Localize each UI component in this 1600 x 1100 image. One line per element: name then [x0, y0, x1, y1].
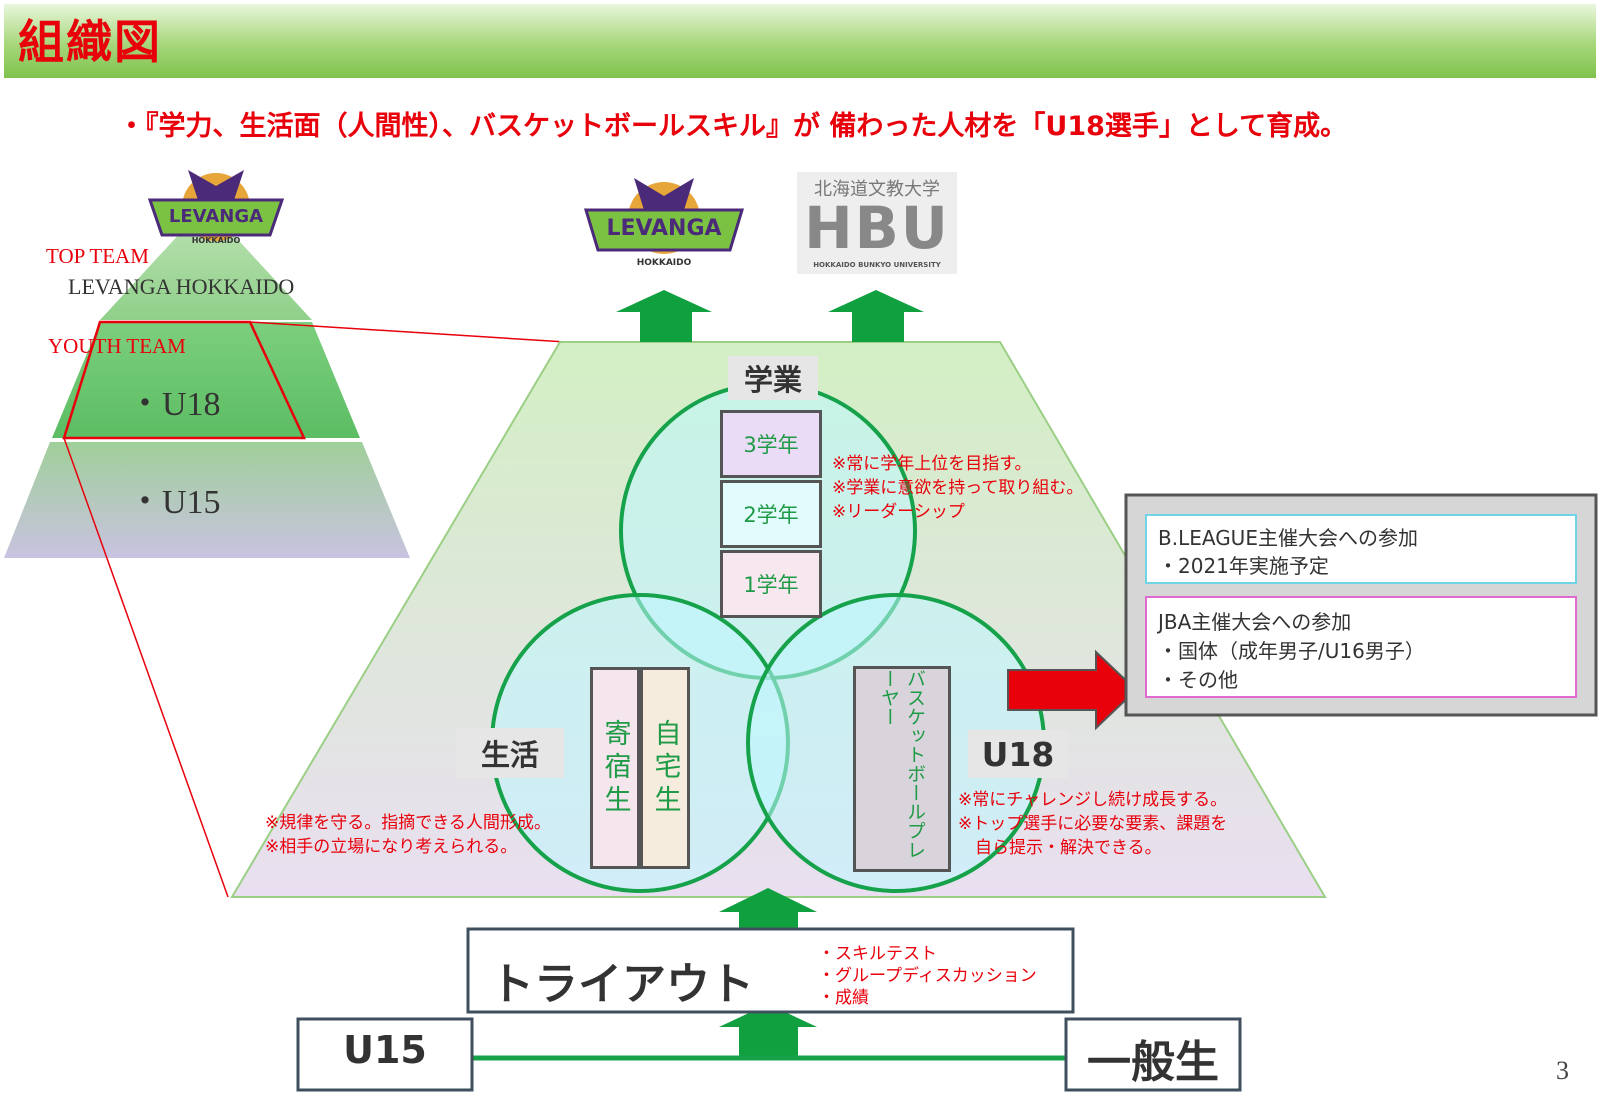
academics-note-3: ※リーダーシップ [832, 502, 965, 522]
u15-box [296, 1017, 474, 1092]
hbu-logo-en: HOKKAIDO BUNKYO UNIVERSITY [813, 261, 941, 269]
arrow-up-levanga [616, 290, 712, 342]
bleague-title: B.LEAGUE主催大会への参加 [1158, 526, 1418, 550]
top-team-label: TOP TEAM [46, 244, 149, 268]
subtitle: ・『学力、生活面（人間性）、バスケットボールスキル』が 備わった人材を「U18選… [118, 111, 1348, 142]
levanga-logo-small-text: LEVANGA [168, 206, 264, 227]
top-team-name: LEVANGA HOKKAIDO [68, 274, 295, 299]
tryout-label: トライアウト [490, 959, 754, 1010]
levanga-logo-large-sub: HOKKAIDO [636, 258, 692, 268]
boarding-student-box: 寄宿生 [590, 667, 640, 869]
academics-heading: 学業 [728, 356, 818, 400]
grade-1-box: 1学年 [720, 550, 822, 618]
arrow-right-red [1007, 649, 1138, 731]
page-title: 組織図 [18, 15, 162, 69]
academics-note-2: ※学業に意欲を持って取り組む。 [832, 478, 1084, 498]
pyramid-u15-label: ・U15 [128, 484, 221, 521]
arrow-up-tryout [719, 888, 817, 938]
bleague-detail: ・2021年実施予定 [1158, 554, 1329, 578]
basketball-player-box: バスケットボールプレーヤー [853, 666, 951, 872]
tryout-box [466, 927, 1075, 1014]
zoom-line-bottom [63, 437, 229, 898]
general-box [1064, 1017, 1242, 1092]
tryout-item-1: ・スキルテスト [818, 944, 937, 964]
hbu-logo-mark: HBU [804, 194, 950, 262]
hbu-logo-box [797, 172, 957, 274]
u18-note-3: 自ら提示・解決できる。 [958, 838, 1162, 858]
pyramid-u18-highlight [62, 320, 306, 440]
life-note-2: ※相手の立場になり考えられる。 [265, 837, 518, 857]
u18-note-2: ※トップ選手に必要な要素、課題を [958, 814, 1228, 834]
pyramid-top-tier [100, 205, 312, 320]
pyramid-u18-tier [52, 322, 360, 438]
pyramid-u18-label: ・U18 [128, 386, 221, 423]
tryout-item-3: ・成績 [818, 988, 869, 1008]
source-general: 一般生 [1087, 1037, 1219, 1088]
home-student-box: 自宅生 [640, 667, 690, 869]
source-u15: U15 [343, 1028, 427, 1072]
academics-note-1: ※常に学年上位を目指す。 [832, 454, 1032, 474]
u18-heading: U18 [968, 730, 1068, 778]
hbu-logo-jp: 北海道文教大学 [814, 179, 940, 200]
arrow-up-sources [719, 1004, 817, 1060]
pyramid-u15-tier [4, 442, 410, 558]
levanga-logo-large-text: LEVANGA [606, 216, 722, 241]
u18-note-1: ※常にチャレンジし続け成長する。 [958, 790, 1228, 810]
levanga-logo-large [583, 178, 745, 254]
zoom-line-top [249, 321, 567, 343]
jba-detail-1: ・国体（成年男子/U16男子） [1158, 639, 1425, 663]
grade-2-box: 2学年 [720, 480, 822, 548]
life-note-1: ※規律を守る。指摘できる人間形成。 [265, 813, 551, 833]
jba-detail-2: ・その他 [1158, 668, 1238, 692]
levanga-logo-small [147, 170, 285, 241]
youth-team-label: YOUTH TEAM [48, 334, 186, 358]
grade-3-box: 3学年 [720, 410, 822, 478]
levanga-logo-small-sub: HOKKAIDO [191, 236, 241, 245]
bleague-box [1145, 514, 1577, 584]
page-number: 3 [1556, 1056, 1569, 1085]
life-heading: 生活 [456, 728, 564, 778]
arrow-up-hbu [828, 290, 924, 342]
title-bar [4, 4, 1596, 78]
jba-title: JBA主催大会への参加 [1158, 610, 1352, 634]
tryout-item-2: ・グループディスカッション [818, 966, 1037, 986]
jba-box [1145, 596, 1577, 698]
